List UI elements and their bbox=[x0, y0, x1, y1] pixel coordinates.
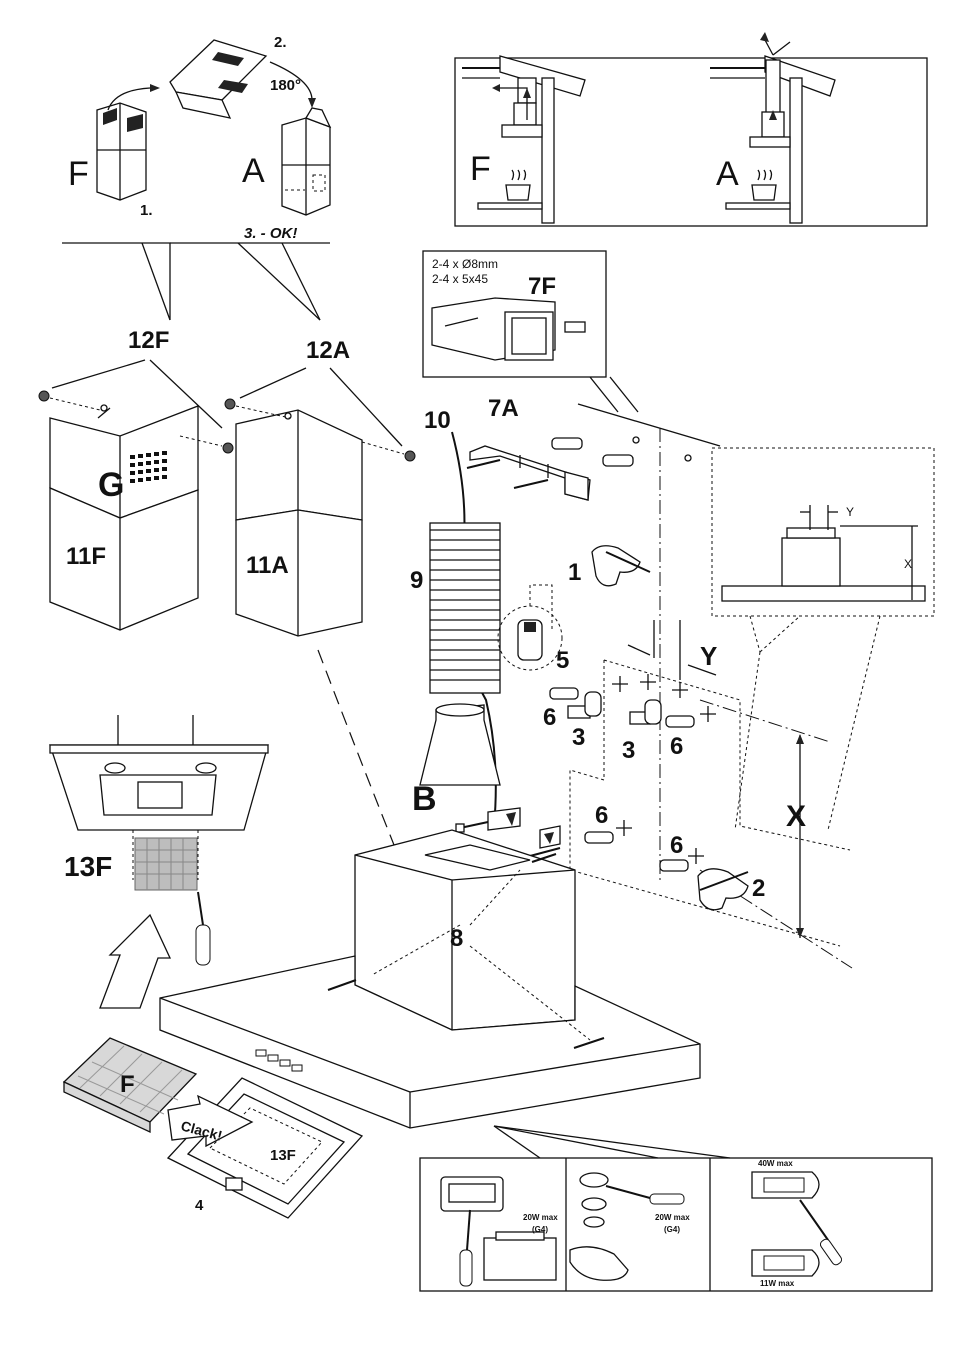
screw-icon bbox=[38, 390, 101, 411]
screwdriver-icon bbox=[195, 891, 211, 966]
label-6-b: 6 bbox=[670, 733, 683, 760]
label-3-b: 3 bbox=[622, 737, 635, 764]
label-13f-bottom: 13F bbox=[270, 1147, 296, 1164]
label-8: 8 bbox=[450, 925, 463, 952]
label-7f: 7F bbox=[528, 273, 556, 300]
label-12a: 12A bbox=[306, 337, 350, 364]
wall-plug-icon bbox=[551, 437, 634, 467]
label-5: 5 bbox=[556, 647, 569, 674]
filter-section: 13F F Clack! 13F 4 bbox=[49, 715, 364, 1219]
label-g4-b: (G4) bbox=[664, 1225, 680, 1234]
label-3-a: 3 bbox=[572, 724, 585, 751]
label-b: B bbox=[412, 780, 437, 818]
label-mode-f: F bbox=[470, 150, 491, 188]
lamp-replacement-panel: 20W max (G4) 20W max (G4) 40W max 11W ma… bbox=[419, 1125, 933, 1292]
screw-icon bbox=[327, 853, 605, 1049]
label-g4-a: (G4) bbox=[532, 1225, 548, 1234]
hood-body: B 8 bbox=[159, 780, 701, 1129]
label-10: 10 bbox=[424, 407, 451, 434]
label-2: 2 bbox=[752, 875, 765, 902]
label-7a: 7A bbox=[488, 395, 519, 422]
label-step-3-ok: 3. - OK! bbox=[244, 225, 297, 242]
label-20w-b: 20W max bbox=[655, 1213, 690, 1222]
label-11w: 11W max bbox=[760, 1279, 795, 1288]
label-4: 4 bbox=[195, 1197, 204, 1214]
wall-plug-icon bbox=[549, 687, 695, 872]
steam-pot-icon bbox=[505, 169, 531, 201]
grease-filter-13f bbox=[134, 837, 198, 891]
chimney-sections: 12F 12A G 11F bbox=[38, 327, 416, 861]
screwdriver-icon bbox=[799, 1199, 843, 1266]
hand-screwdriver-icon bbox=[697, 868, 749, 911]
label-filter-f: F bbox=[120, 1071, 135, 1098]
label-y-dimension: Y bbox=[700, 641, 717, 671]
label-9: 9 bbox=[410, 567, 423, 594]
label-6-c: 6 bbox=[595, 802, 608, 829]
flexible-duct-9 bbox=[419, 522, 501, 786]
label-6-d: 6 bbox=[670, 832, 683, 859]
chimney-conversion-panel: F 1. 2. 180° A 3. - OK! bbox=[62, 34, 332, 321]
label-fixing-screws: 2-4 x 5x45 bbox=[432, 272, 488, 286]
screwdriver-icon bbox=[459, 1209, 473, 1287]
label-11a: 11A bbox=[246, 552, 289, 579]
label-11f: 11F bbox=[66, 543, 106, 570]
label-12f: 12F bbox=[128, 327, 169, 354]
bracket-3 bbox=[567, 691, 662, 725]
label-g: G bbox=[98, 466, 124, 504]
label-step-2: 2. bbox=[274, 34, 287, 51]
label-1: 1 bbox=[568, 559, 581, 586]
label-step-f: F bbox=[68, 155, 89, 193]
label-x-dimension: X bbox=[786, 800, 806, 833]
bracket-7f-panel: 2-4 x Ø8mm 2-4 x 5x45 7F bbox=[422, 250, 639, 413]
label-fixing-wallplugs: 2-4 x Ø8mm bbox=[432, 257, 498, 271]
screw-icon bbox=[179, 435, 234, 454]
label-step-1: 1. bbox=[140, 202, 153, 219]
label-20w-a: 20W max bbox=[523, 1213, 558, 1222]
screw-icon bbox=[361, 441, 416, 462]
label-40w: 40W max bbox=[758, 1159, 793, 1168]
label-180: 180° bbox=[270, 77, 301, 94]
label-mode-a: A bbox=[716, 155, 739, 193]
label-6-a: 6 bbox=[543, 704, 556, 731]
steam-pot-icon bbox=[751, 169, 777, 201]
operating-modes-panel: F A bbox=[454, 32, 928, 227]
hand-screwdriver-icon bbox=[591, 545, 651, 587]
grille-g bbox=[128, 451, 172, 488]
screw-icon bbox=[224, 398, 291, 419]
label-detail-y: Y bbox=[846, 505, 854, 519]
wall-mounting-area: 10 7A 9 1 bbox=[410, 395, 935, 969]
label-step-a: A bbox=[242, 152, 265, 190]
label-detail-x: X bbox=[904, 557, 912, 571]
label-13f-top: 13F bbox=[64, 851, 112, 882]
wall-plug-icon bbox=[455, 823, 465, 833]
